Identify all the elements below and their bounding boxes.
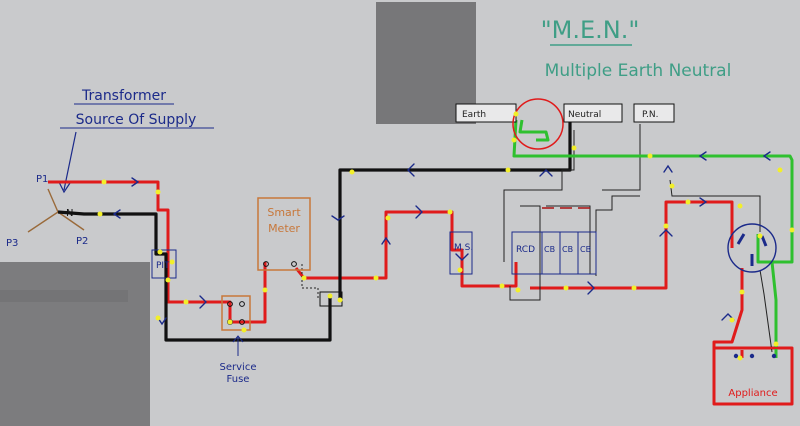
socket-outlet <box>727 223 777 273</box>
p3-label: P3 <box>6 238 18 249</box>
flow-arrows <box>112 151 771 326</box>
smart-meter-label-1: Smart <box>267 206 301 219</box>
pit-label: PIT <box>156 261 170 271</box>
earth-label: Earth <box>462 110 486 120</box>
earth-conductor <box>512 119 794 358</box>
cb3-label: CB <box>580 245 591 254</box>
appliance: Appliance <box>713 347 793 405</box>
shadow-block-bottom-strip <box>0 290 128 302</box>
page-subtitle: Multiple Earth Neutral <box>545 61 732 81</box>
shadow-block-bottom <box>0 262 150 426</box>
service-fuse-label-1: Service <box>220 362 257 373</box>
pn-label: P.N. <box>642 110 658 120</box>
cb1-label: CB <box>544 245 555 254</box>
appliance-label: Appliance <box>728 388 777 399</box>
page-title: "M.E.N." <box>541 16 640 44</box>
transformer-label: Transformer <box>81 88 166 104</box>
ms-label: M.S. <box>454 243 473 253</box>
p2-label: P2 <box>76 236 88 247</box>
service-fuse-label-2: Fuse <box>227 374 250 385</box>
smart-meter: Smart Meter <box>257 197 311 271</box>
transformer-star <box>27 188 85 233</box>
pointer-arrow <box>63 131 77 191</box>
earth-bar: Earth <box>455 103 517 123</box>
cb2-label: CB <box>562 245 573 254</box>
pointer-arrowhead <box>58 181 71 194</box>
switchboard: RCD CB CB CB <box>511 207 597 275</box>
main-switch: M.S. <box>449 231 473 275</box>
men-link-highlight <box>512 98 564 150</box>
neutral-label: Neutral <box>568 110 601 120</box>
smart-meter-label-2: Meter <box>268 222 300 235</box>
pn-box: P.N. <box>633 103 675 123</box>
junction-nodes <box>97 111 795 361</box>
p1-label: P1 <box>36 174 48 185</box>
source-of-supply-label: Source Of Supply <box>76 112 197 128</box>
neutral-bar: Neutral <box>563 103 623 123</box>
service-fuse-arrow <box>232 335 244 356</box>
pit: PIT <box>151 249 177 279</box>
rcd-label: RCD <box>516 245 535 255</box>
